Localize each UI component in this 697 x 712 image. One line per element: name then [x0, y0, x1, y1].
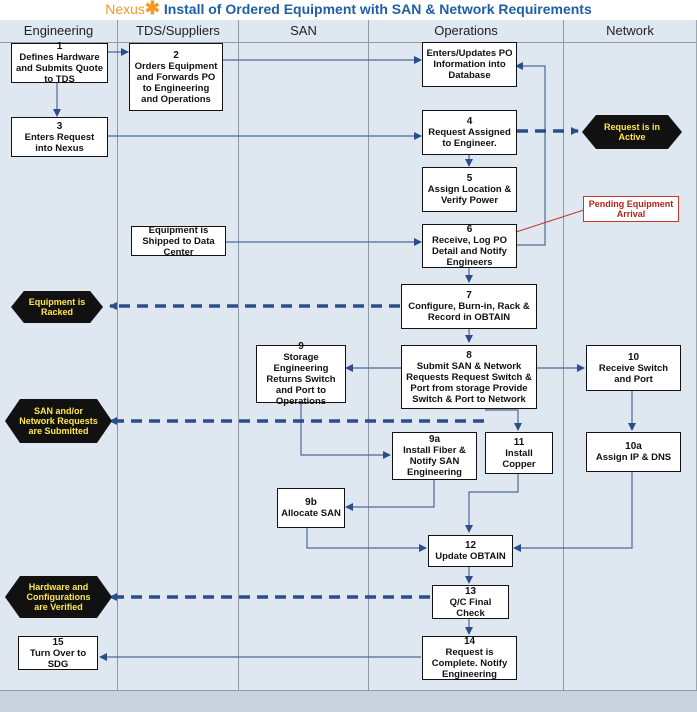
- title-bar: Nexus✱ Install of Ordered Equipment with…: [0, 0, 697, 20]
- step-text: Update OBTAIN: [435, 551, 506, 562]
- step-number: 5: [466, 173, 473, 184]
- pending-equipment-arrival-note: Pending Equipment Arrival: [583, 196, 679, 222]
- step-11: 11 Install Copper: [485, 432, 553, 474]
- step-14: 14 Request is Complete. Notify Engineeri…: [422, 636, 517, 680]
- asterisk-icon: ✱: [144, 0, 161, 18]
- step-text: Enters Request into Nexus: [24, 131, 95, 154]
- step-12: 12 Update OBTAIN: [428, 535, 513, 567]
- step-3: 3 Enters Request into Nexus: [11, 117, 108, 157]
- step-text: Receive Switch and Port: [598, 362, 669, 385]
- lane-header: Operations: [369, 20, 563, 43]
- step-text: Request is Complete. Notify Engineering: [431, 647, 508, 680]
- step-9b: 9b Allocate SAN: [277, 488, 345, 528]
- step-number: 10a: [625, 441, 642, 452]
- step-number: 9b: [305, 497, 317, 508]
- step-number: 12: [464, 540, 477, 551]
- step-number: 9a: [428, 434, 441, 445]
- step-number: 15: [52, 636, 64, 648]
- step-number: 10: [627, 351, 640, 363]
- step-text: Enters/Updates PO Information into Datab…: [426, 48, 513, 81]
- step-1: 1 Defines Hardware and Submits Quote to …: [11, 41, 108, 85]
- step-text: Q/C Final Check: [449, 596, 492, 619]
- step-number: 9: [298, 341, 304, 352]
- step-8: 8 Submit SAN & Network Requests Request …: [401, 345, 537, 409]
- brand-name: Nexus: [105, 1, 145, 17]
- step-number: 7: [466, 290, 472, 301]
- status-requests-submitted: SAN and/or Network Requests are Submitte…: [5, 399, 112, 443]
- step-text: Install Copper: [502, 447, 536, 470]
- lane-header: SAN: [239, 20, 368, 43]
- step-text: Install Fiber & Notify SAN Engineering: [403, 445, 466, 478]
- step-text: Submit SAN & Network Requests Request Sw…: [406, 360, 532, 405]
- step-text: Assign IP & DNS: [595, 452, 672, 463]
- step-enter-po: Enters/Updates PO Information into Datab…: [422, 42, 517, 87]
- step-number: 4: [466, 116, 473, 127]
- step-number: 1: [56, 41, 63, 52]
- step-number: 11: [513, 436, 525, 448]
- step-number: 2: [173, 49, 179, 61]
- lane-header: Engineering: [0, 20, 117, 43]
- step-13: 13 Q/C Final Check: [432, 585, 509, 619]
- step-number: 13: [464, 585, 477, 597]
- title-text: Install of Ordered Equipment with SAN & …: [163, 1, 592, 17]
- step-5: 5 Assign Location & Verify Power: [422, 167, 517, 212]
- step-9: 9 Storage Engineering Returns Switch and…: [256, 341, 346, 407]
- step-text: Turn Over to SDG: [29, 647, 87, 670]
- step-text: Equipment is Shipped to Data Center: [142, 224, 215, 258]
- step-text: Defines Hardware and Submits Quote to TD…: [15, 52, 104, 85]
- footer-bar: [0, 690, 697, 712]
- page-title: Nexus✱ Install of Ordered Equipment with…: [0, 0, 697, 18]
- step-number: 6: [466, 224, 473, 235]
- step-number: 3: [56, 120, 63, 132]
- step-10: 10 Receive Switch and Port: [586, 345, 681, 391]
- step-text: Assign Location & Verify Power: [427, 184, 512, 206]
- step-9a: 9a Install Fiber & Notify SAN Engineerin…: [392, 432, 477, 480]
- lane-tds-suppliers: TDS/Suppliers: [118, 20, 239, 690]
- step-10a: 10a Assign IP & DNS: [586, 432, 681, 472]
- status-equipment-racked: Equipment is Racked: [11, 291, 103, 323]
- step-2: 2 Orders Equipment and Forwards PO to En…: [129, 43, 223, 111]
- step-number: 14: [463, 636, 476, 647]
- step-7: 7 Configure, Burn-in, Rack & Record in O…: [401, 284, 537, 329]
- step-equipment-shipped: Equipment is Shipped to Data Center: [131, 224, 226, 258]
- lane-header: Network: [564, 20, 696, 43]
- step-text: Request Assigned to Engineer.: [428, 127, 511, 149]
- status-request-active: Request is in Active: [582, 115, 682, 149]
- lane-header: TDS/Suppliers: [118, 20, 238, 43]
- step-text: Allocate SAN: [281, 508, 341, 519]
- step-text: Configure, Burn-in, Rack & Record in OBT…: [408, 301, 530, 323]
- step-15: 15 Turn Over to SDG: [18, 636, 98, 670]
- step-text: Orders Equipment and Forwards PO to Engi…: [134, 60, 218, 105]
- step-text: Receive, Log PO Detail and Notify Engine…: [432, 235, 507, 268]
- step-number: 8: [466, 349, 472, 361]
- step-text: Storage Engineering Returns Switch and P…: [266, 352, 336, 407]
- status-hardware-verified: Hardware and Configurations are Verified: [5, 576, 112, 618]
- step-6: 6 Receive, Log PO Detail and Notify Engi…: [422, 224, 517, 268]
- step-4: 4 Request Assigned to Engineer.: [422, 110, 517, 155]
